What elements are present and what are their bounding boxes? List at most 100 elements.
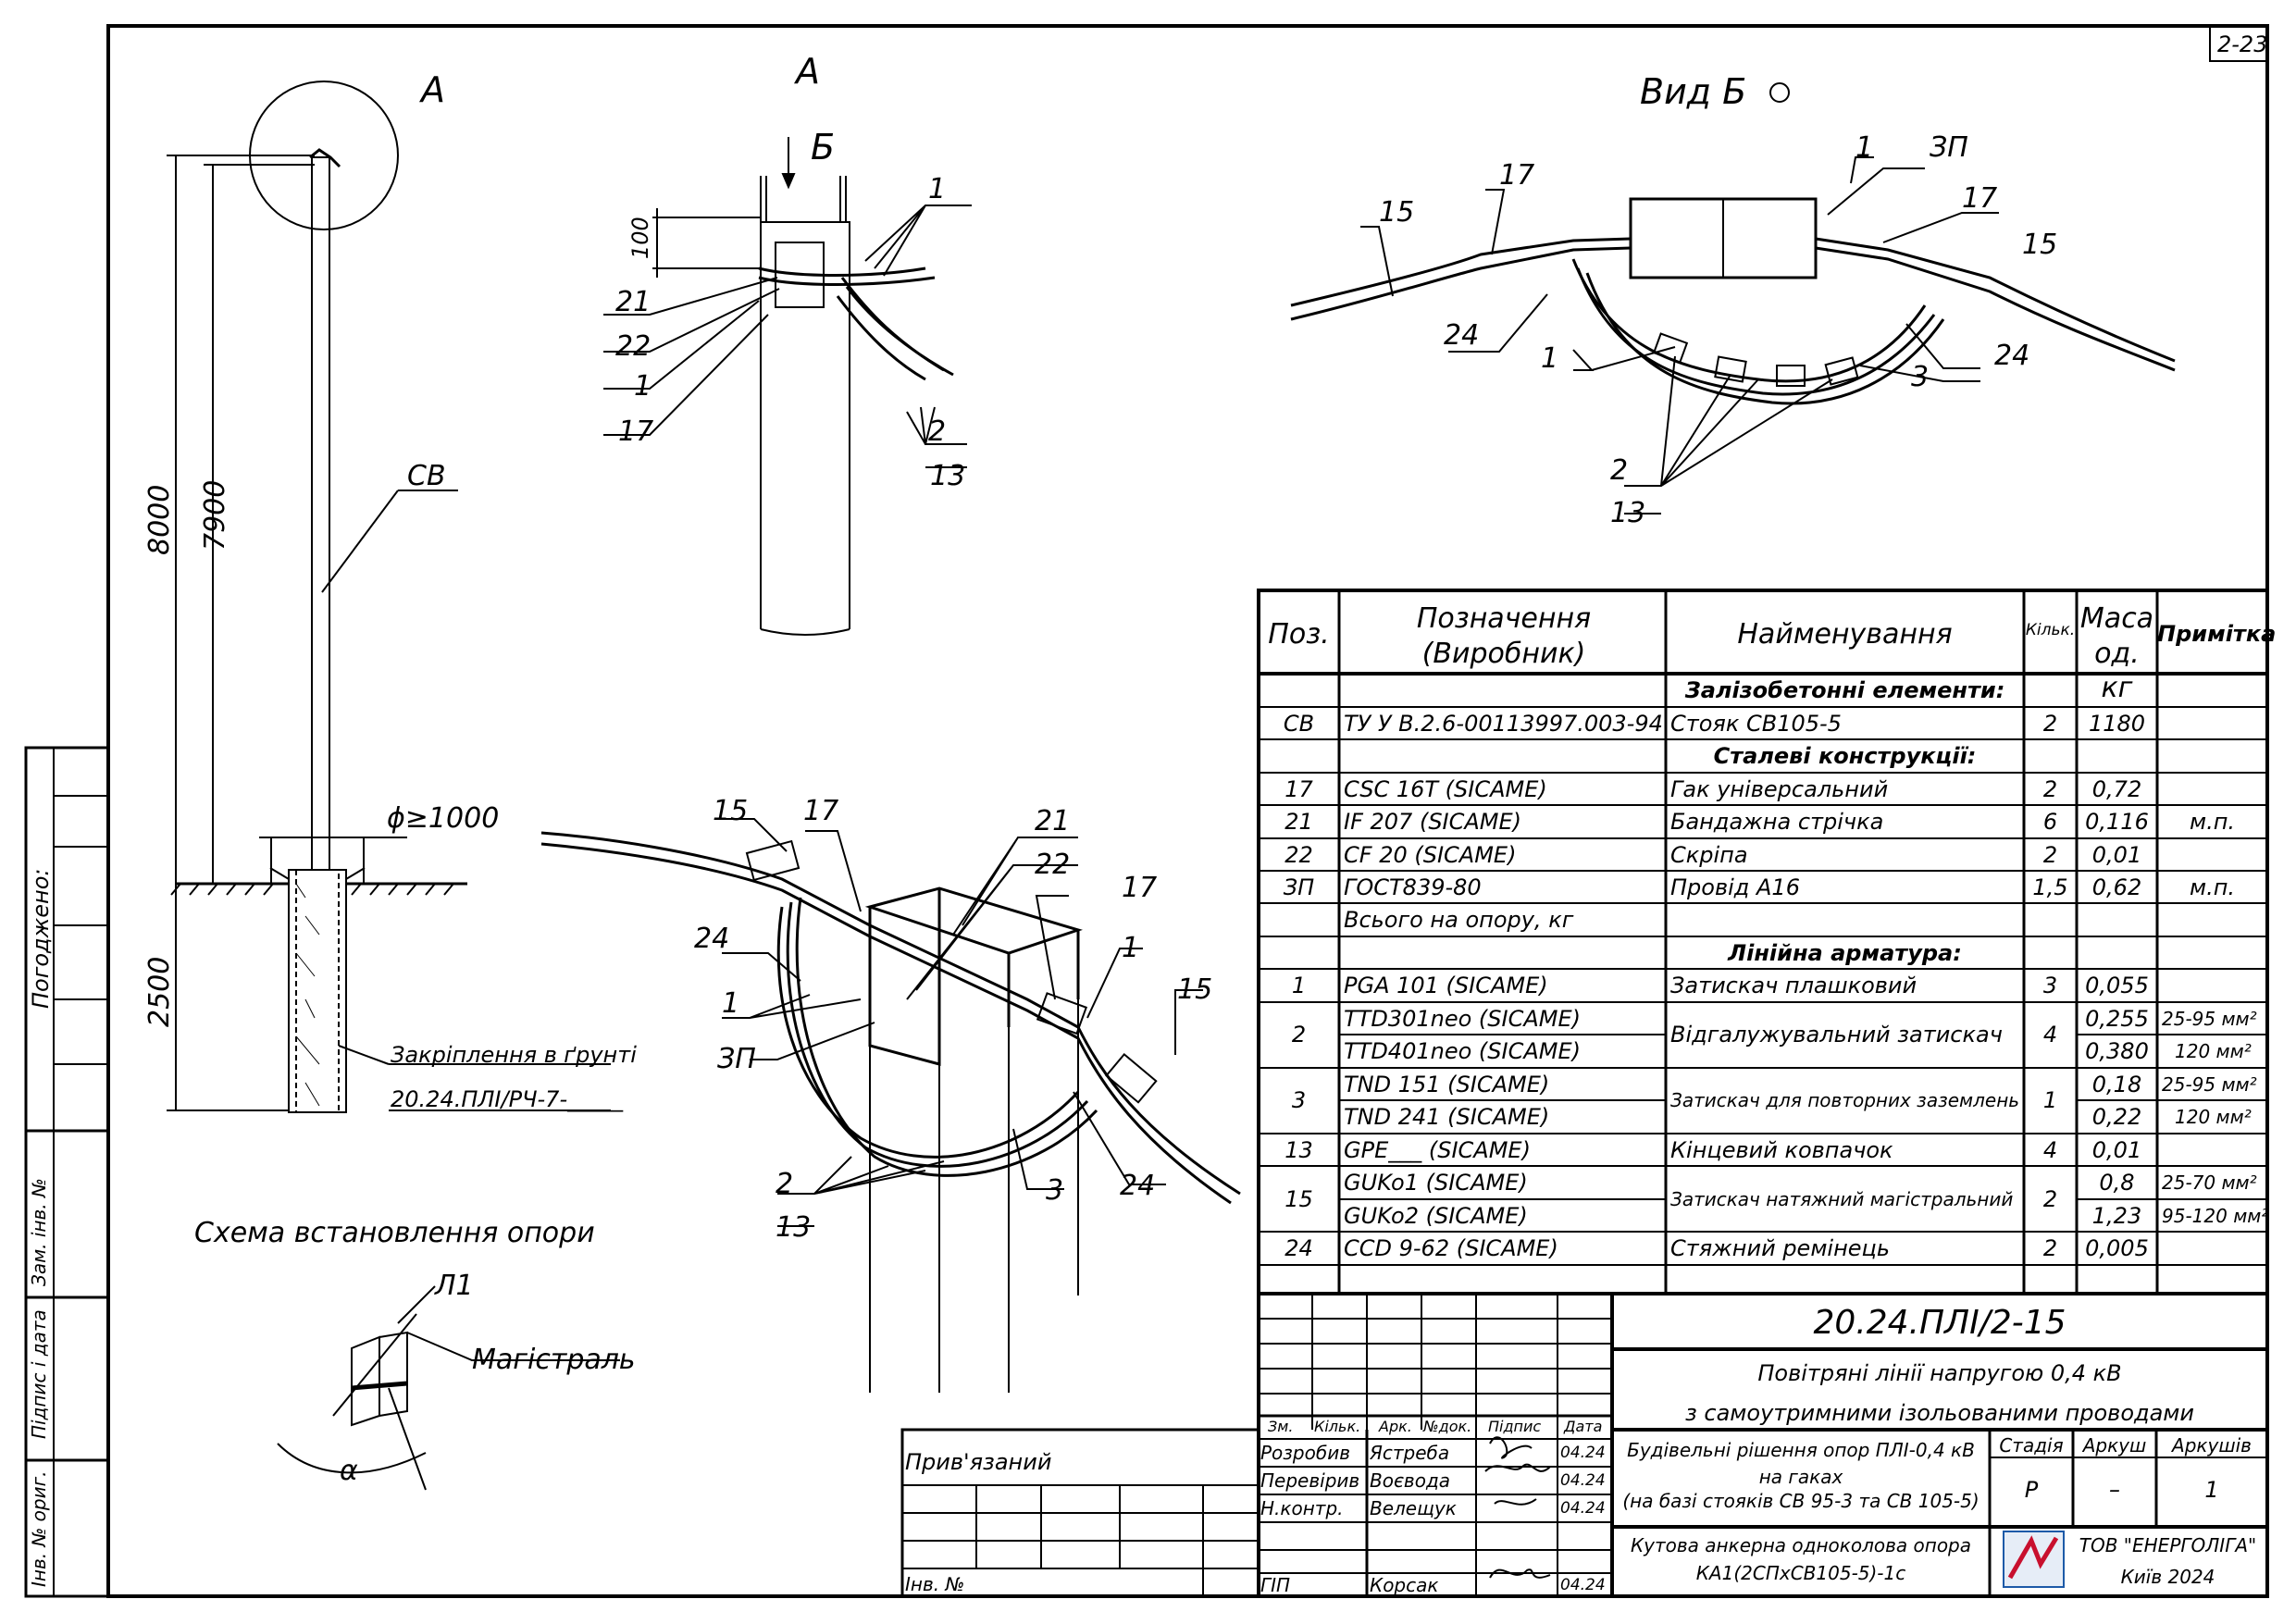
sheets-value: 1 <box>2204 1477 2219 1503</box>
bom-section-rc: Залізобетонні елементи: <box>1684 677 2005 703</box>
project-line1: Повітряні лінії напругою 0,4 кВ <box>1757 1360 2122 1386</box>
person-1: Воєвода <box>1370 1469 1451 1492</box>
callout-zp-iso: ЗП <box>717 1043 756 1075</box>
callout-17a-iso: 17 <box>803 795 839 827</box>
callout-24b-iso: 24 <box>1120 1170 1156 1202</box>
fix-doc: 20.24.ПЛІ/РЧ-7-_____ <box>391 1086 624 1112</box>
callout-1a-iso: 1 <box>1122 932 1140 964</box>
sheets-header: Аркушів <box>2172 1434 2252 1457</box>
callout-1b-vidb: 1 <box>1541 342 1559 375</box>
bom-cell-des: ГОСТ839-80 <box>1344 874 1482 900</box>
bom-cell-des: PGA 101 (SICAME) <box>1344 973 1548 998</box>
sheet-header: Аркуш <box>2082 1434 2147 1457</box>
bom-cell-qty: 1 <box>2042 1087 2058 1113</box>
pryviazanyi-label: Прив'язаний <box>905 1449 1052 1475</box>
bom-cell-mass: 0,18 <box>2091 1072 2142 1097</box>
title-block-lines <box>900 1292 2269 1598</box>
sheet-code-box <box>2209 25 2268 62</box>
stage-header: Стадія <box>1999 1434 2064 1457</box>
date-2: 04.24 <box>1560 1499 1606 1518</box>
bom-cell-qty: 6 <box>2042 809 2058 835</box>
callout-17b-vidb: 17 <box>1962 182 1998 215</box>
bom-cell-mass: 0,72 <box>2091 776 2142 802</box>
bom-cell-name: Кінцевий ковпачок <box>1670 1137 1893 1163</box>
bom-cell-mass: 0,8 <box>2099 1170 2135 1196</box>
bom-cell-qty: 3 <box>2042 973 2058 998</box>
callout-15a-iso: 15 <box>713 795 749 827</box>
inv-number-label: Інв. № <box>905 1573 965 1595</box>
callout-2-top: 2 <box>928 415 947 448</box>
bom-cell-pos: 1 <box>1291 973 1307 998</box>
bom-hdr-designation: Позначення (Виробник) <box>1416 602 1592 670</box>
callout-13-iso: 13 <box>776 1211 812 1244</box>
callout-17-top: 17 <box>618 415 654 448</box>
date-1: 04.24 <box>1560 1471 1606 1490</box>
bom-cell-des: CCD 9-62 (SICAME) <box>1344 1235 1558 1261</box>
bom-cell-qty: 2 <box>2042 1186 2058 1212</box>
col-zm: Зм. <box>1268 1418 1294 1435</box>
bom-cell-pos: 21 <box>1285 809 1313 835</box>
callout-24a-vidb: 24 <box>1444 319 1480 352</box>
dim-7900: 7900 <box>199 479 231 551</box>
bom-cell-qty: 2 <box>2042 1235 2058 1261</box>
bom-cell-pos: 3 <box>1291 1087 1307 1113</box>
bom-cell-mass: 1,23 <box>2091 1203 2142 1229</box>
magistral-scheme <box>277 1285 620 1491</box>
doc-number: 20.24.ПЛІ/2-15 <box>1813 1304 2066 1342</box>
side-inv-orig: Інв. № ориг. <box>28 1470 50 1587</box>
callout-2-vidb: 2 <box>1610 454 1629 487</box>
role-0: Розробив <box>1260 1442 1350 1464</box>
callout-22-iso: 22 <box>1035 849 1071 881</box>
bom-cell-mass: 0,116 <box>2085 809 2149 835</box>
col-pidpys: Підпис <box>1488 1418 1542 1435</box>
dim-8000: 8000 <box>143 484 176 555</box>
person-0: Ястреба <box>1370 1442 1450 1464</box>
side-pidpys-data: Підпис і дата <box>28 1309 50 1439</box>
bom-cell-name: Гак універсальний <box>1670 776 1889 802</box>
bom-cell-note: 95-120 мм² <box>2162 1205 2269 1227</box>
bom-cell-des: TND 151 (SICAME) <box>1344 1072 1550 1097</box>
l1-label: Л1 <box>435 1270 474 1302</box>
bom-cell-pos: ЗП <box>1283 874 1315 900</box>
bom-cell-des: CSC 16T (SICAME) <box>1344 776 1547 802</box>
callout-24b-vidb: 24 <box>1994 340 2030 372</box>
col-kil: Кільк. <box>1314 1418 1361 1435</box>
bom-cell-name: Затискач натяжний магістральний <box>1670 1188 2014 1210</box>
top-view-a: А <box>796 51 820 92</box>
callout-2-iso: 2 <box>776 1168 794 1200</box>
role-3: ГІП <box>1260 1574 1291 1596</box>
bom-hdr-mass: Маса од. кг <box>2079 602 2154 704</box>
sheet-code: 2-23 <box>2217 31 2268 57</box>
date-3: 04.24 <box>1560 1576 1606 1594</box>
dim-2500: 2500 <box>143 956 176 1027</box>
section-line3: (на базі стояків СВ 95-3 та СВ 105-5) <box>1622 1490 1980 1512</box>
bom-cell-name: Відгалужувальний затискач <box>1670 1022 2003 1048</box>
sheet-name2: КА1(2СПхСВ105-5)-1с <box>1695 1562 1906 1584</box>
bom-cell-mass: 1180 <box>2088 711 2146 737</box>
bom-hdr-name: Найменування <box>1737 618 1953 651</box>
bom-cell-qty: 4 <box>2042 1137 2058 1163</box>
bom-cell-des: TTD401neo (SICAME) <box>1344 1038 1581 1064</box>
person-2: Велещук <box>1370 1497 1457 1519</box>
callout-3-iso: 3 <box>1046 1174 1064 1207</box>
callout-zp-vidb: ЗП <box>1930 131 1968 164</box>
role-1: Перевірив <box>1260 1469 1360 1492</box>
bom-cell-qty: 2 <box>2042 776 2058 802</box>
sheet-name1: Кутова анкерна одноколова опора <box>1630 1534 1972 1556</box>
bom-hdr-pos: Поз. <box>1268 618 1330 651</box>
callout-22-top: 22 <box>615 330 652 363</box>
alpha-label: α <box>340 1455 358 1487</box>
bom-cell-name: Бандажна стрічка <box>1670 809 1884 835</box>
bom-cell-mass: 0,255 <box>2085 1006 2149 1032</box>
bom-cell-mass: 0,380 <box>2085 1038 2149 1064</box>
sv-label: СВ <box>407 460 446 492</box>
bom-cell-qty: 2 <box>2042 842 2058 868</box>
bom-cell-des: CF 20 (SICAME) <box>1344 842 1517 868</box>
bom-hdr-note: Примітка <box>2157 621 2277 647</box>
magistral-label: Магістраль <box>472 1344 636 1376</box>
bom-cell-pos: 15 <box>1285 1186 1313 1212</box>
callout-17b-iso: 17 <box>1122 872 1158 904</box>
callout-13-top: 13 <box>930 460 966 492</box>
